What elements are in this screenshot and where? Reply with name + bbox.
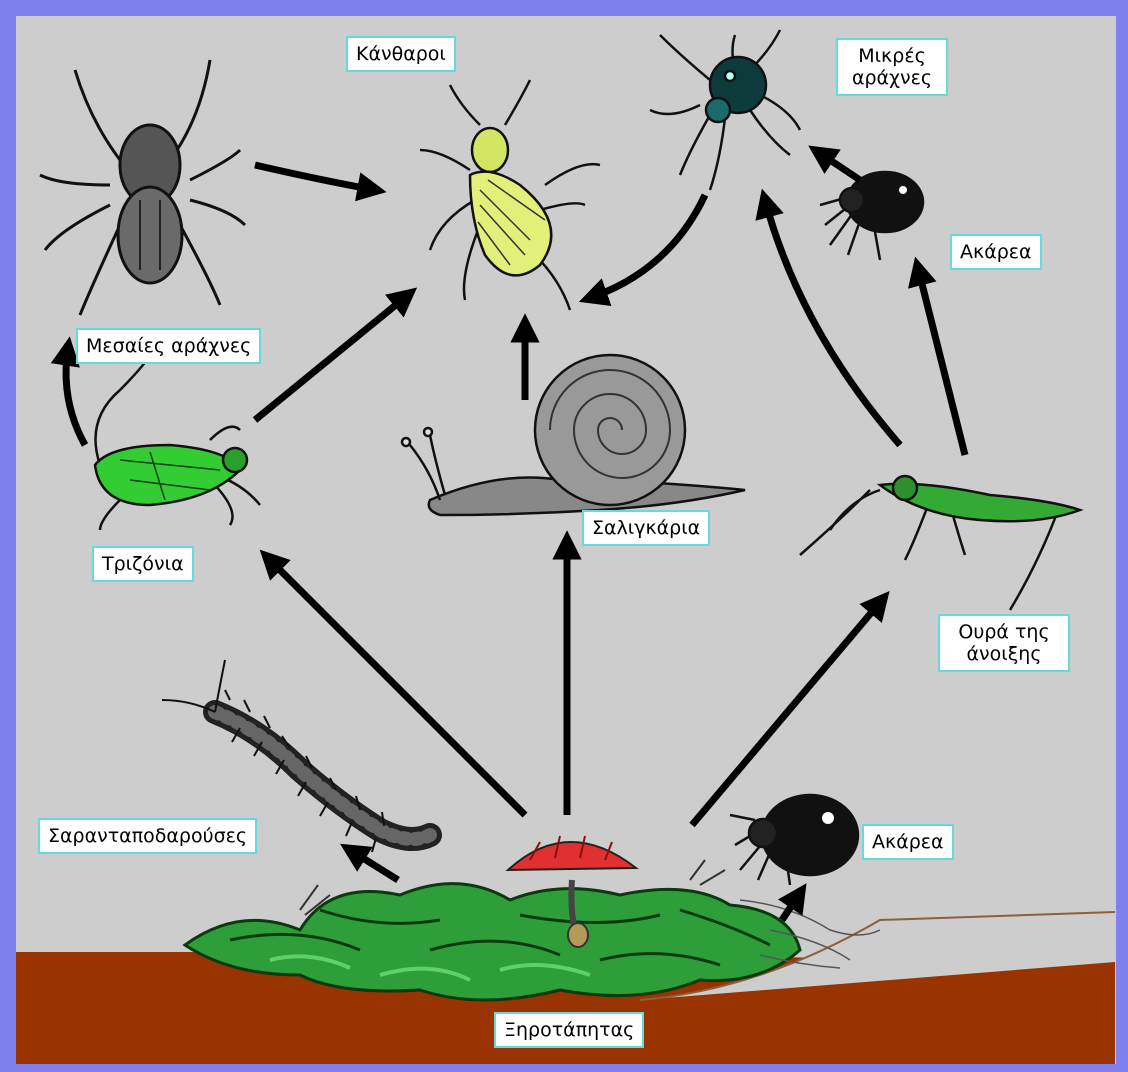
- arrow-small-spiders-to-beetles: [590, 195, 705, 298]
- arrow-litter-to-centipedes: [350, 850, 398, 880]
- food-web-panel: Κάνθαροι Μικρές αράχνες Ακάρεα Μεσαίες α…: [16, 16, 1116, 1064]
- arrow-crickets-to-beetles: [255, 295, 408, 420]
- arrow-mites-to-small-spiders: [818, 152, 860, 180]
- label-springtails: Ουρά της άνοιξης: [938, 614, 1070, 672]
- arrow-springtails-to-small-spiders: [765, 200, 900, 445]
- arrow-litter-to-mites: [782, 893, 800, 920]
- mite-bottom-illustration: [730, 795, 858, 885]
- food-web-diagram: [16, 16, 1116, 1064]
- label-small-spiders: Μικρές αράχνες: [836, 38, 948, 96]
- label-crickets: Τριζόνια: [92, 546, 194, 582]
- arrow-medium-spiders-to-beetles: [255, 165, 375, 190]
- springtail-illustration: [800, 476, 1080, 610]
- mite-top-illustration: [820, 172, 923, 260]
- label-snails: Σαλιγκάρια: [582, 510, 710, 546]
- snail-illustration: [402, 355, 745, 515]
- beetle-illustration: [420, 80, 600, 310]
- label-mites-bottom: Ακάρεα: [862, 824, 954, 860]
- small-spider-illustration: [650, 30, 800, 190]
- label-mites-top: Ακάρεα: [950, 234, 1042, 270]
- arrow-litter-to-springtails: [692, 600, 882, 825]
- label-centipedes: Σαρανταποδαρούσες: [38, 818, 257, 854]
- cricket-illustration: [95, 340, 260, 530]
- medium-spider-illustration: [40, 60, 245, 315]
- label-leaf-litter: Ξηροτάπητας: [494, 1012, 644, 1048]
- arrow-springtails-to-mites: [918, 268, 965, 455]
- label-beetles: Κάνθαροι: [346, 36, 456, 72]
- label-medium-spiders: Μεσαίες αράχνες: [76, 328, 261, 364]
